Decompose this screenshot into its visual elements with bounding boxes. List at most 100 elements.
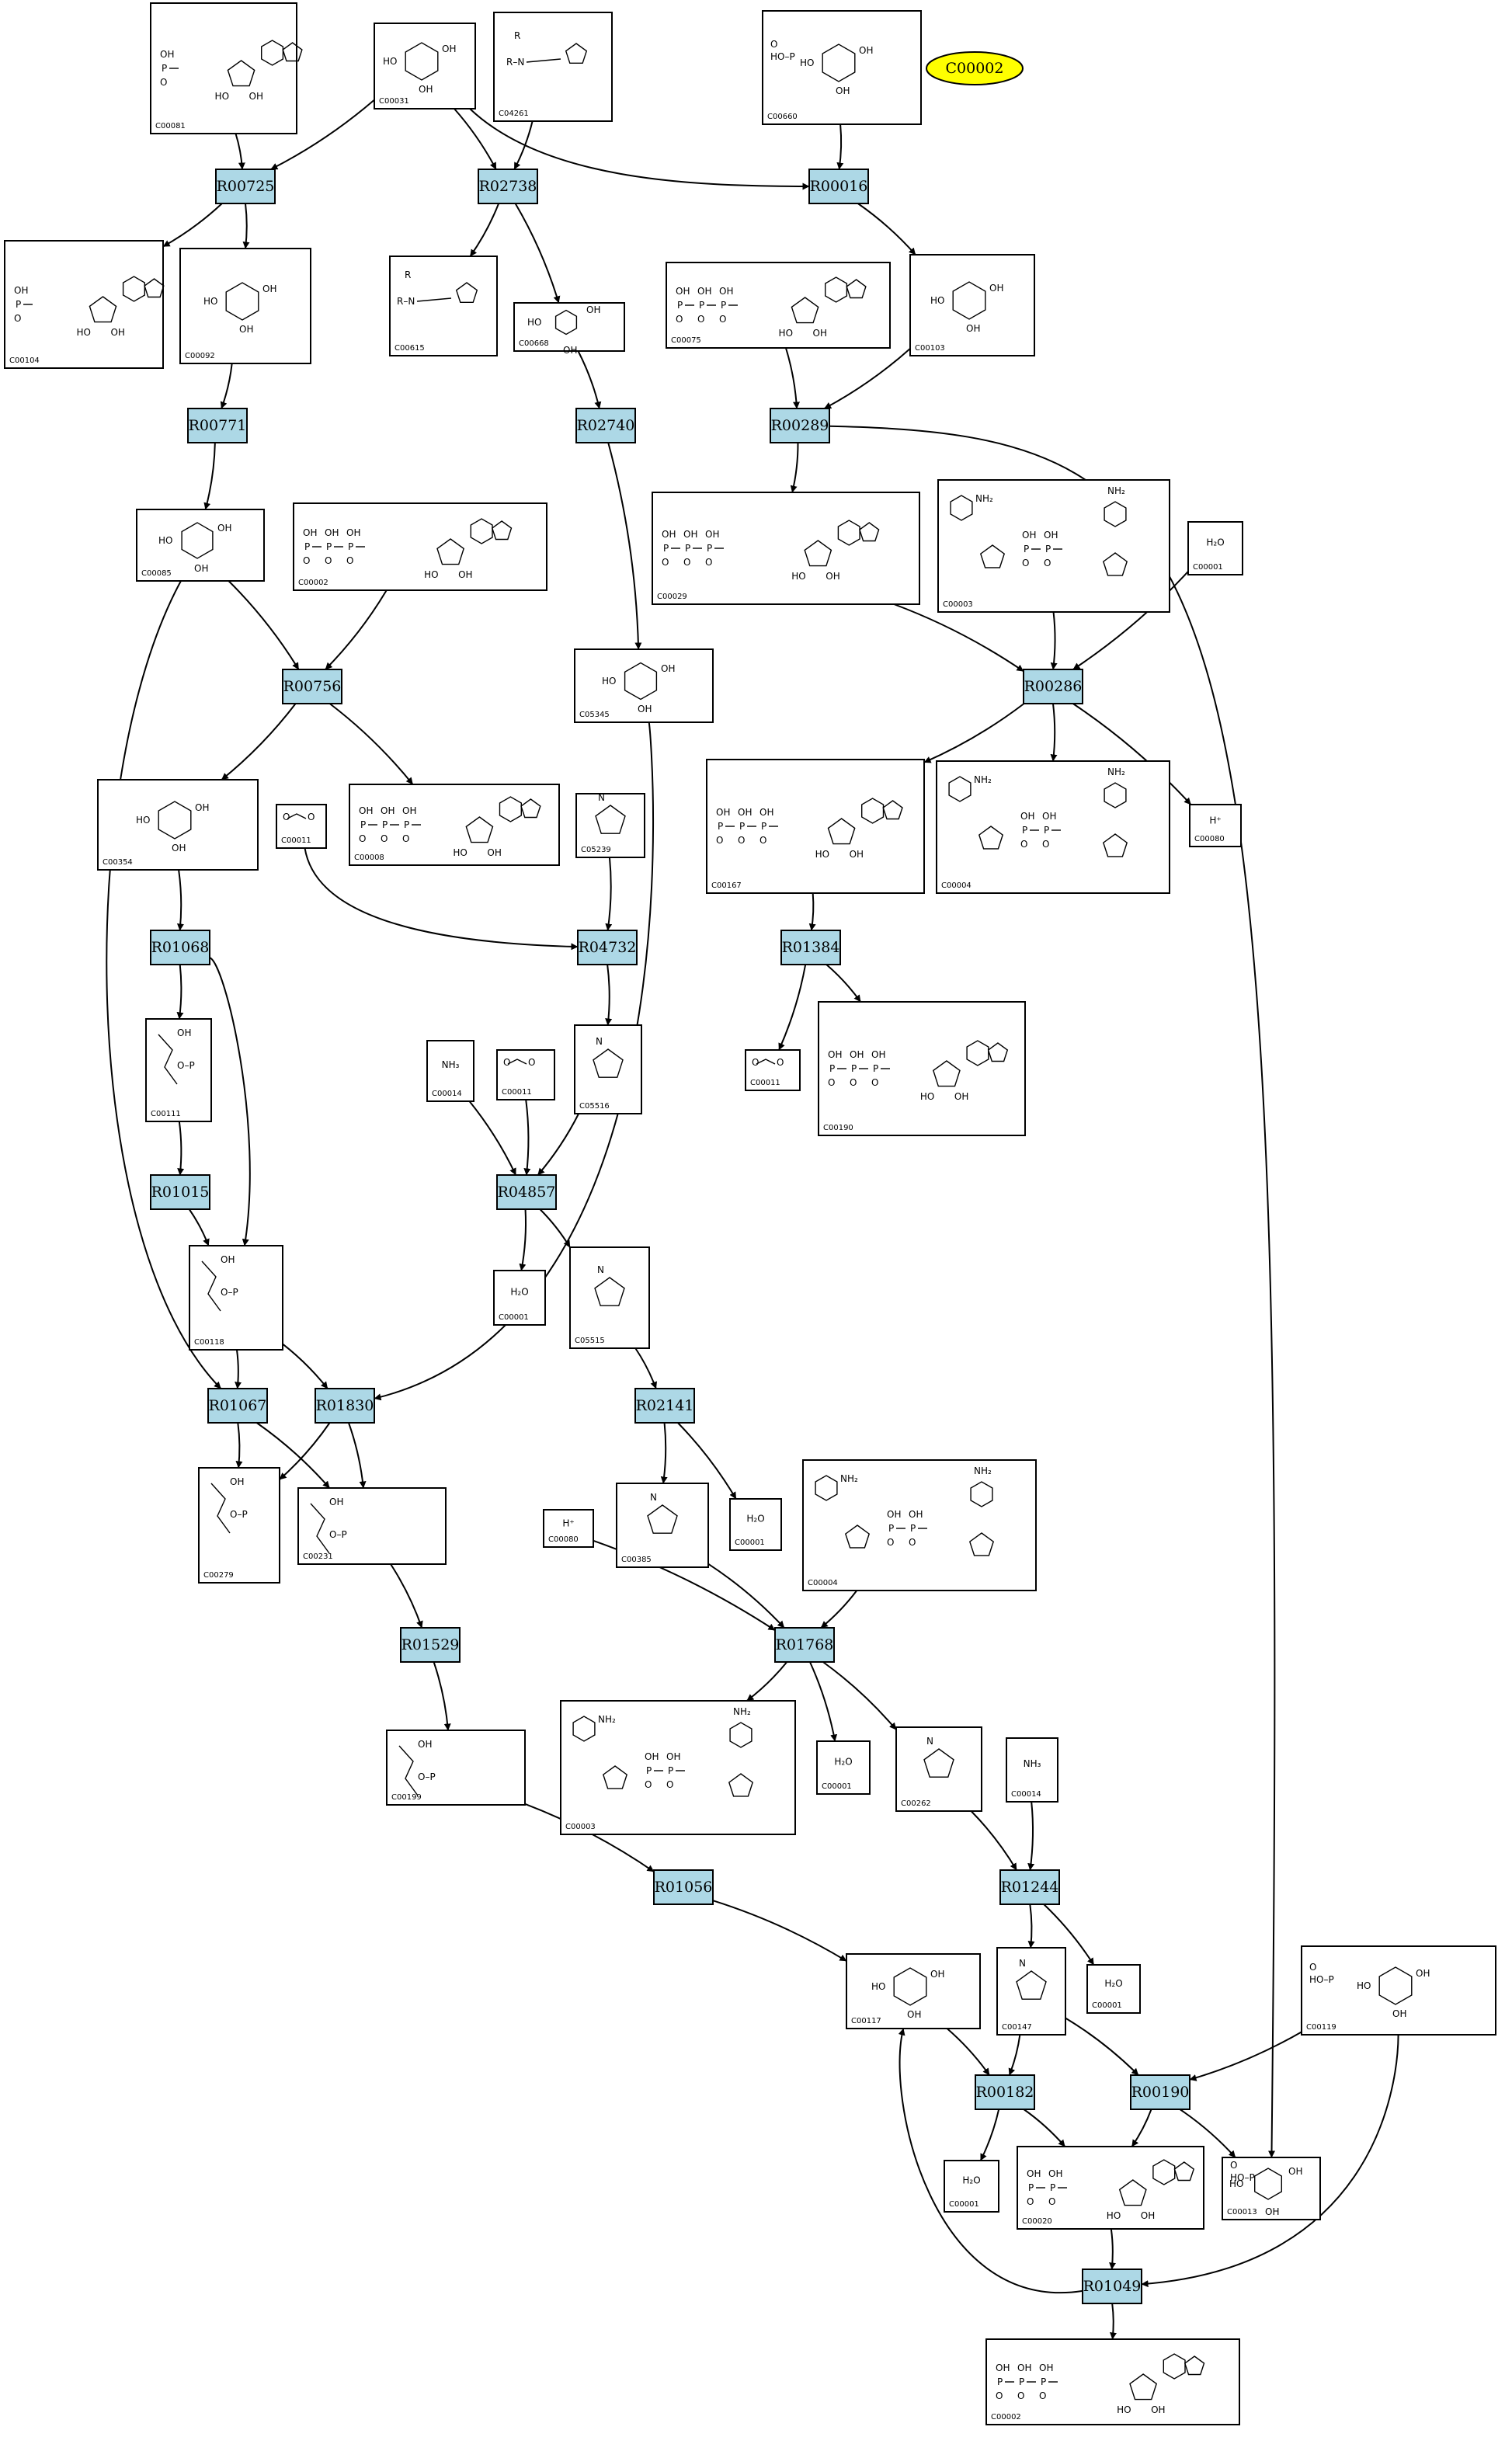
reaction-box[interactable] [478, 169, 538, 204]
reaction-node-r00725[interactable]: R00725 [215, 169, 276, 204]
reaction-node-r00771[interactable]: R00771 [187, 408, 248, 443]
reaction-node-r00016[interactable]: R00016 [808, 169, 869, 204]
compound-box[interactable] [97, 779, 259, 871]
compound-box[interactable] [846, 1953, 981, 2029]
reaction-box[interactable] [808, 169, 869, 204]
reaction-node-r00286[interactable]: R00286 [1023, 669, 1083, 704]
compound-box[interactable] [496, 1049, 555, 1100]
reaction-box[interactable] [575, 408, 636, 443]
reaction-box[interactable] [187, 408, 248, 443]
compound-box[interactable] [936, 760, 1170, 894]
compound-box[interactable] [374, 23, 476, 110]
compound-box[interactable] [349, 784, 560, 866]
compound-box[interactable] [560, 1700, 796, 1835]
compound-box[interactable] [493, 1270, 546, 1326]
compound-box[interactable] [198, 1467, 280, 1584]
compound-node-c00080[interactable]: H⁺C00080 [1189, 804, 1242, 847]
highlighted-compound-oval[interactable]: C00002 [926, 51, 1024, 85]
reaction-node-r00289[interactable]: R00289 [770, 408, 830, 443]
compound-box[interactable] [276, 804, 327, 849]
compound-box[interactable] [616, 1483, 709, 1568]
reaction-node-r01049[interactable]: R01049 [1082, 2269, 1142, 2304]
reaction-node-r01384[interactable]: R01384 [780, 930, 841, 965]
compound-box[interactable] [666, 262, 891, 349]
reaction-node-r04732[interactable]: R04732 [577, 930, 638, 965]
compound-box[interactable] [818, 1001, 1026, 1136]
reaction-box[interactable] [999, 1869, 1060, 1905]
reaction-box[interactable] [150, 930, 210, 965]
compound-box[interactable] [1086, 1964, 1141, 2014]
compound-box[interactable] [816, 1740, 871, 1795]
reaction-node-r01768[interactable]: R01768 [774, 1627, 835, 1663]
reaction-box[interactable] [1082, 2269, 1142, 2304]
compound-box[interactable] [1187, 521, 1243, 575]
compound-box[interactable] [944, 2160, 999, 2213]
compound-box[interactable] [136, 509, 265, 582]
reaction-box[interactable] [780, 930, 841, 965]
compound-box[interactable] [729, 1498, 782, 1551]
compound-box[interactable] [569, 1246, 650, 1349]
compound-box[interactable] [762, 10, 922, 125]
reaction-box[interactable] [975, 2074, 1035, 2110]
compound-box[interactable] [575, 793, 645, 858]
reaction-node-r01015[interactable]: R01015 [150, 1174, 210, 1210]
reaction-node-r01244[interactable]: R01244 [999, 1869, 1060, 1905]
reaction-box[interactable] [1130, 2074, 1190, 2110]
oval-shape[interactable] [926, 51, 1024, 85]
reaction-node-r01068[interactable]: R01068 [150, 930, 210, 965]
reaction-node-r02740[interactable]: R02740 [575, 408, 636, 443]
compound-box[interactable] [1017, 2146, 1204, 2230]
reaction-box[interactable] [1023, 669, 1083, 704]
reaction-box[interactable] [150, 1174, 210, 1210]
compound-box[interactable] [996, 1947, 1066, 2036]
compound-box[interactable] [909, 254, 1035, 356]
compound-box[interactable] [574, 648, 714, 723]
reaction-node-r01529[interactable]: R01529 [400, 1627, 461, 1663]
compound-box[interactable] [937, 479, 1170, 613]
compound-box[interactable] [543, 1509, 594, 1548]
reaction-box[interactable] [400, 1627, 461, 1663]
reaction-box[interactable] [315, 1388, 375, 1424]
compound-box[interactable] [513, 302, 625, 352]
reaction-box[interactable] [770, 408, 830, 443]
compound-box[interactable] [706, 759, 925, 894]
compound-box[interactable] [1189, 804, 1242, 847]
compound-node-c00080[interactable]: H⁺C00080 [543, 1509, 594, 1548]
reaction-box[interactable] [634, 1388, 695, 1424]
reaction-box[interactable] [653, 1869, 714, 1905]
